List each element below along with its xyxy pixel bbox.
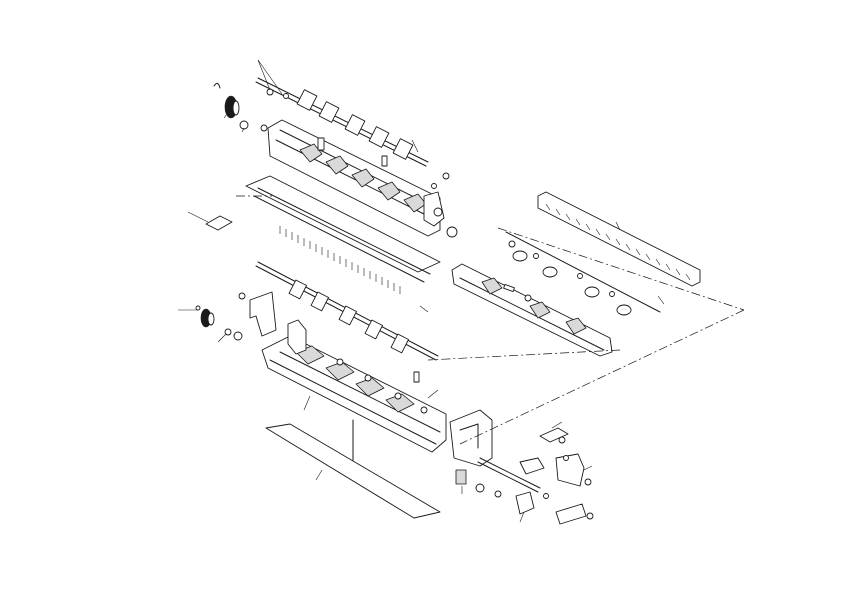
separation-pad [205, 215, 233, 231]
drive-gear [224, 95, 240, 119]
screw [394, 392, 402, 400]
pin [413, 371, 420, 383]
screw [558, 436, 566, 444]
mount-bracket [555, 503, 587, 525]
screw [442, 172, 450, 180]
upper-roller [296, 89, 414, 160]
top-right-guide-rail [537, 191, 701, 287]
screw [266, 88, 274, 96]
screw [524, 294, 532, 302]
screw [336, 358, 344, 366]
right-feed-rollers [505, 231, 665, 316]
e-ring [224, 328, 232, 336]
screw [586, 512, 594, 520]
e-ring [508, 240, 516, 248]
knob-lever [519, 457, 545, 475]
feed-roller [616, 304, 632, 316]
screw [584, 478, 592, 486]
screw [563, 455, 569, 461]
feed-roller [584, 286, 600, 298]
lower-drive-gear [200, 308, 215, 328]
connector-block [455, 469, 467, 485]
assembly-guide-lines [236, 195, 745, 445]
e-ring [609, 291, 615, 297]
bearing [233, 331, 243, 341]
e-ring [533, 253, 539, 259]
pin [381, 155, 388, 167]
right-feed-roller-frame [451, 263, 613, 357]
screw [283, 93, 289, 99]
washer [446, 226, 458, 238]
screw [420, 406, 428, 414]
bottom-sheet-plate [265, 423, 441, 519]
guide-comb [279, 226, 401, 294]
e-ring [260, 124, 268, 132]
screw [195, 305, 201, 311]
main-bottom-frame [261, 319, 447, 453]
e-ring [577, 273, 583, 279]
cover-plate [555, 453, 585, 487]
feed-roller [542, 266, 558, 278]
bearing [239, 120, 249, 130]
right-side-bracket-assembly [449, 409, 594, 525]
e-ring [494, 490, 502, 498]
frame-compartments [287, 319, 415, 413]
left-side-plate [249, 291, 277, 337]
lower-roller [288, 279, 409, 354]
slide-lock [539, 427, 569, 443]
frame-window [481, 277, 587, 335]
spring-clip [213, 82, 221, 89]
feed-roller [512, 250, 528, 262]
feed-claw [299, 143, 427, 213]
paper-guide-rail [187, 175, 441, 294]
screw [543, 493, 549, 499]
upper-guide-frame [267, 119, 458, 238]
screw [238, 292, 246, 300]
washer [475, 483, 485, 493]
pin [317, 137, 325, 151]
pin [503, 283, 515, 293]
screw [431, 183, 437, 189]
motor-block [515, 491, 535, 515]
screw [364, 374, 372, 382]
lower-roller-shaft-assembly [178, 261, 439, 361]
upper-roller-shaft-assembly [213, 59, 429, 167]
